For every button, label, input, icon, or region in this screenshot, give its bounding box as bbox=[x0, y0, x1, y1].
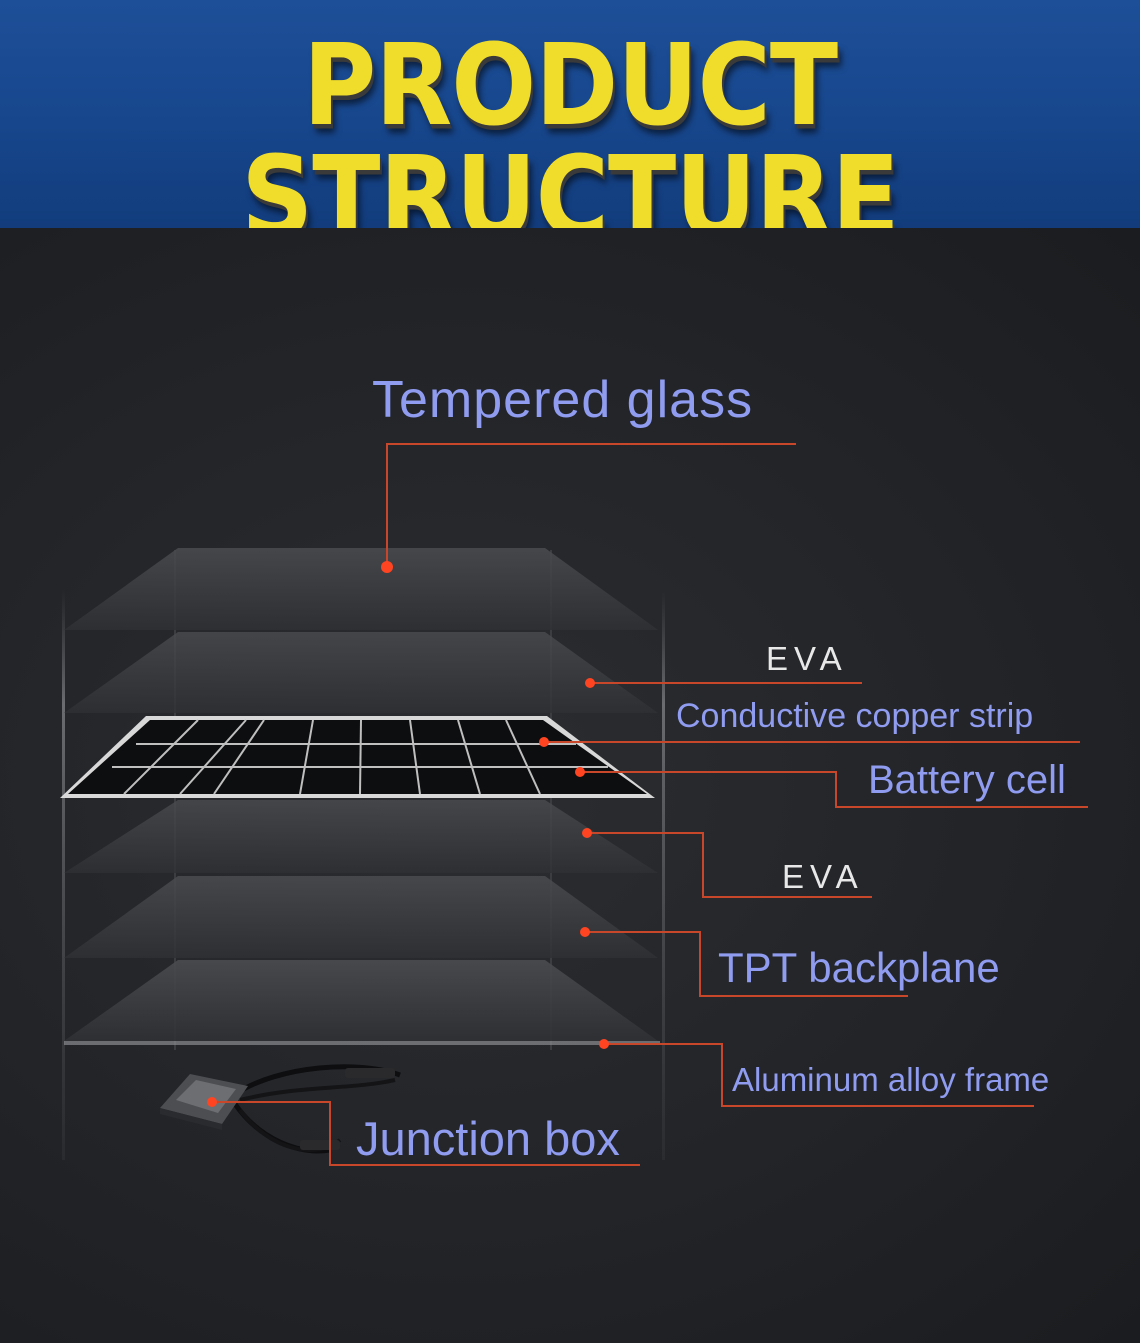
tempered-glass-layer bbox=[64, 548, 658, 630]
tpt-backplane-layer bbox=[64, 876, 658, 958]
label-conductive-copper-strip: Conductive copper strip bbox=[676, 697, 1034, 735]
marker-dot bbox=[381, 561, 393, 573]
leader-eva-bottom bbox=[587, 832, 872, 898]
label-tpt-backplane: TPT backplane bbox=[718, 944, 1000, 991]
junction-box-illustration bbox=[160, 1064, 401, 1154]
marker-dot bbox=[580, 927, 590, 937]
label-tempered-glass: Tempered glass bbox=[372, 371, 754, 429]
frame-post-right bbox=[662, 590, 665, 1160]
marker-dot bbox=[599, 1039, 609, 1049]
frame-base-bar bbox=[64, 1041, 660, 1045]
marker-dot bbox=[575, 767, 585, 777]
leader-tempered-glass bbox=[386, 443, 796, 566]
battery-cell-panel bbox=[60, 716, 655, 798]
frame-post-left bbox=[62, 590, 65, 1160]
label-eva-top: EVA bbox=[766, 640, 848, 677]
marker-dots bbox=[207, 561, 609, 1107]
eva-top-layer bbox=[64, 632, 658, 713]
label-battery-cell: Battery cell bbox=[868, 758, 1066, 802]
leader-aluminum-frame bbox=[604, 1043, 1034, 1107]
label-eva-bottom: EVA bbox=[782, 858, 864, 895]
header-banner: PRODUCT STRUCTURE bbox=[0, 0, 1140, 253]
eva-bottom-layer bbox=[64, 800, 658, 873]
marker-dot bbox=[539, 737, 549, 747]
leader-lines bbox=[212, 443, 1088, 1166]
frame-post-inner-right bbox=[550, 550, 552, 1050]
leader-tpt-backplane bbox=[585, 931, 908, 997]
label-junction-box: Junction box bbox=[356, 1112, 620, 1165]
leader-junction-box bbox=[212, 1101, 640, 1166]
label-aluminum-alloy-frame: Aluminum alloy frame bbox=[732, 1061, 1050, 1098]
frame-post-inner-left bbox=[174, 550, 176, 1050]
aluminum-frame-layer bbox=[64, 960, 658, 1041]
marker-dot bbox=[585, 678, 595, 688]
marker-dot bbox=[582, 828, 592, 838]
leader-battery-cell bbox=[580, 771, 1088, 808]
marker-dot bbox=[207, 1097, 217, 1107]
